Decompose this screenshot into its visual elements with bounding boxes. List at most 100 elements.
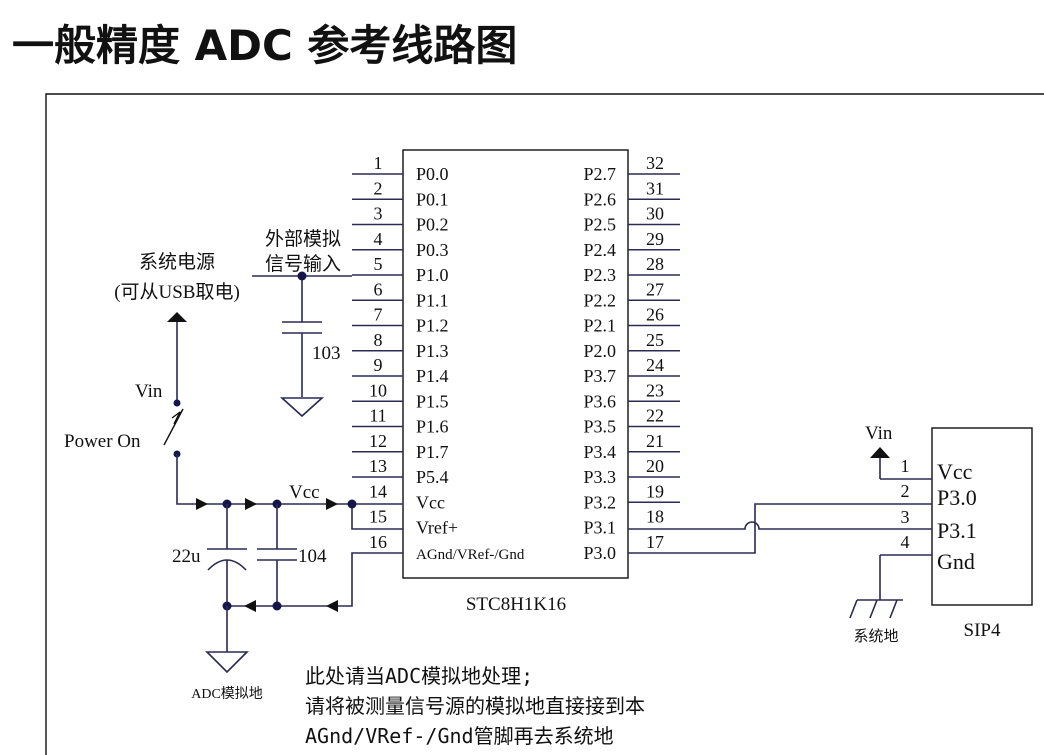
power-circuit: 系统电源 (可从USB取电) Vin Power On Vcc 22u 104 … xyxy=(64,251,403,702)
sip-pin-number: 1 xyxy=(901,456,910,476)
switch-icon xyxy=(163,408,184,446)
pin-number: 8 xyxy=(374,330,383,350)
cap-104-label: 104 xyxy=(298,546,327,567)
pin-number: 3 xyxy=(374,204,383,224)
pin-number: 28 xyxy=(646,254,664,274)
pin-name: P2.6 xyxy=(583,189,616,209)
pin-name: P0.2 xyxy=(416,215,449,235)
pin-number: 20 xyxy=(646,456,664,476)
pin-name: P1.1 xyxy=(416,290,449,310)
pin-name: P2.5 xyxy=(583,215,616,235)
analog-input-circuit: 外部模拟 信号输入 103 xyxy=(252,228,352,418)
pin-number: 17 xyxy=(646,532,664,552)
pin-number: 27 xyxy=(646,279,664,299)
sip-vin-label: Vin xyxy=(865,423,893,444)
pin-name: P3.7 xyxy=(583,366,616,386)
pin-number: 15 xyxy=(369,507,387,527)
sip-pin-number: 4 xyxy=(901,532,910,552)
pin-name: P3.5 xyxy=(583,417,616,437)
pin-name: P1.7 xyxy=(416,442,449,462)
power-label-2: (可从USB取电) xyxy=(114,281,240,303)
pin-number: 1 xyxy=(374,153,383,173)
pin-number: 29 xyxy=(646,229,664,249)
chip-body xyxy=(402,149,629,579)
analog-input-label-2: 信号输入 xyxy=(265,253,341,275)
pin-number: 19 xyxy=(646,481,664,501)
vin-label: Vin xyxy=(135,381,163,402)
pin-name: P2.0 xyxy=(583,341,616,361)
sip-pin-name: P3.1 xyxy=(937,518,977,543)
pin-number: 24 xyxy=(646,355,664,375)
pin-number: 13 xyxy=(369,456,387,476)
pin-number: 5 xyxy=(374,254,383,274)
pin-name: P1.0 xyxy=(416,265,449,285)
pin-number: 25 xyxy=(646,330,664,350)
pin-name: Vcc xyxy=(416,492,445,512)
pin-name: P0.0 xyxy=(416,164,449,184)
diagram-title: 一般精度 ADC 参考线路图 xyxy=(12,21,517,70)
pin-name: P2.2 xyxy=(583,290,616,310)
pin-number: 12 xyxy=(369,431,387,451)
pin-name: P0.3 xyxy=(416,240,449,260)
pin-name: P3.3 xyxy=(583,467,616,487)
note-line-3: AGnd/VRef-/Gnd管脚再去系统地 xyxy=(305,724,614,748)
sip-pin-name: P3.0 xyxy=(937,485,977,510)
pin-name: P3.0 xyxy=(583,543,616,563)
pin-name: P2.7 xyxy=(583,164,616,184)
adc-ground-label: ADC模拟地 xyxy=(191,686,263,702)
power-on-label: Power On xyxy=(64,431,141,452)
pin-name: P3.6 xyxy=(583,391,616,411)
pin-number: 22 xyxy=(646,406,664,426)
system-ground-label: 系统地 xyxy=(853,628,898,645)
sip-pin-name: Vcc xyxy=(937,459,973,484)
pin-name: Vref+ xyxy=(416,518,458,538)
pin-name: AGnd/VRef-/Gnd xyxy=(416,547,525,563)
vcc-label: Vcc xyxy=(289,482,320,503)
pin-name: P1.3 xyxy=(416,341,449,361)
sip4-name: SIP4 xyxy=(964,620,1001,641)
pin-number: 10 xyxy=(369,380,387,400)
pin-number: 26 xyxy=(646,305,664,325)
pin-number: 4 xyxy=(374,229,383,249)
pin-number: 6 xyxy=(374,279,383,299)
pin-name: P2.4 xyxy=(583,240,616,260)
power-label-1: 系统电源 xyxy=(139,251,215,273)
pin-number: 9 xyxy=(374,355,383,375)
note-line-2: 请将被测量信号源的模拟地直接接到本 xyxy=(305,694,645,718)
analog-input-label-1: 外部模拟 xyxy=(265,228,341,250)
pin-number: 16 xyxy=(369,532,387,552)
pin-number: 23 xyxy=(646,380,664,400)
chip-pins: 1P0.0 2P0.1 3P0.2 4P0.3 5P1.0 6P1.1 7P1.2 8P1.3… xyxy=(352,153,680,563)
cap-22u-label: 22u xyxy=(172,546,201,567)
pin-name: P3.4 xyxy=(583,442,616,462)
cap-103-label: 103 xyxy=(312,343,341,364)
sip-pin-name: Gnd xyxy=(937,549,975,574)
pin-name: P1.6 xyxy=(416,417,449,437)
sip-pin-number: 3 xyxy=(901,507,910,527)
pin-name: P3.1 xyxy=(583,518,616,538)
pin-name: P1.2 xyxy=(416,316,449,336)
pin-name: P0.1 xyxy=(416,189,449,209)
pin-number: 32 xyxy=(646,153,664,173)
pin-name: P1.4 xyxy=(416,366,449,386)
pin-number: 21 xyxy=(646,431,664,451)
pin-number: 30 xyxy=(646,204,664,224)
vin-arrow-icon xyxy=(167,312,187,322)
pin-name: P3.2 xyxy=(583,492,616,512)
pin-number: 14 xyxy=(369,481,387,501)
pin-number: 31 xyxy=(646,178,664,198)
chip-name: STC8H1K16 xyxy=(466,594,566,615)
frame xyxy=(45,93,1044,755)
pin-name: P5.4 xyxy=(416,467,449,487)
pin-number: 18 xyxy=(646,507,664,527)
pin-number: 7 xyxy=(374,305,383,325)
pin-name: P2.1 xyxy=(583,316,616,336)
pin-name: P1.5 xyxy=(416,391,449,411)
sip-pin-number: 2 xyxy=(901,481,910,501)
pin-number: 2 xyxy=(374,178,383,198)
sip-vin-arrow-icon xyxy=(870,447,890,458)
pin-name: P2.3 xyxy=(583,265,616,285)
note-line-1: 此处请当ADC模拟地处理; xyxy=(305,664,533,688)
